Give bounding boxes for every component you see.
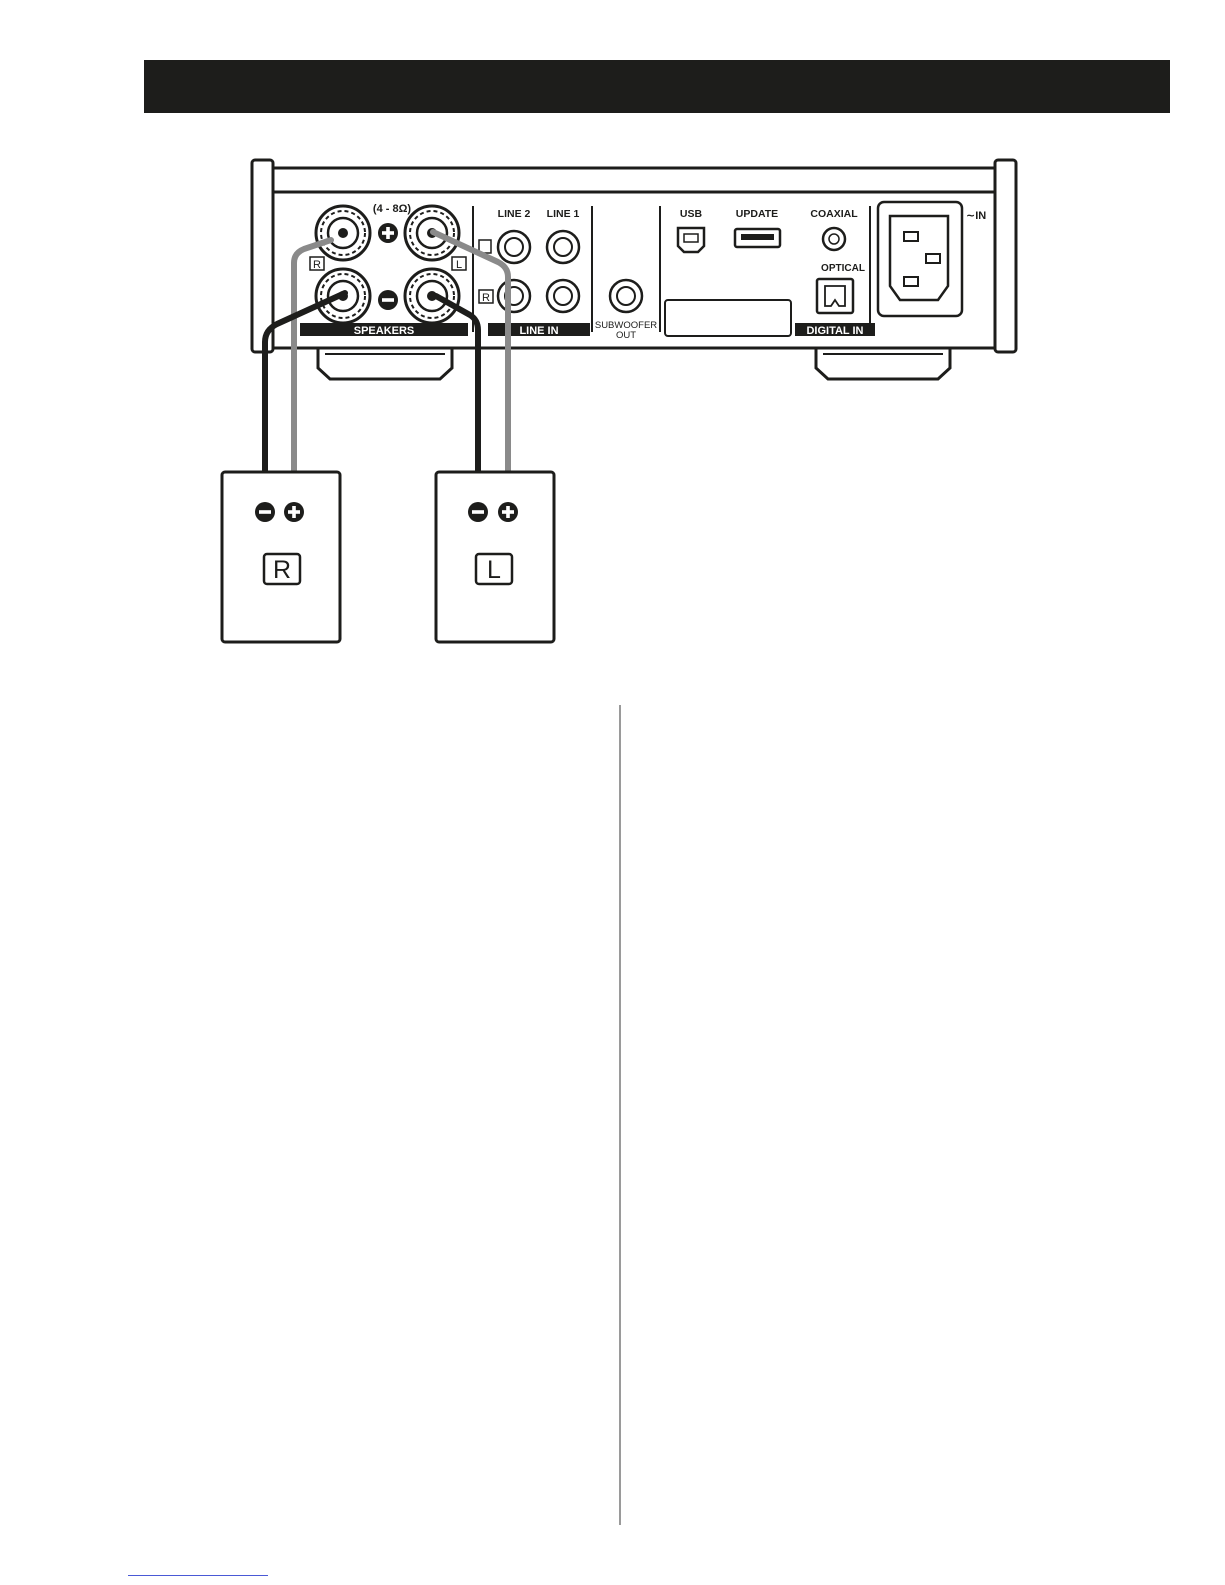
- line-in-label: LINE IN: [519, 325, 558, 337]
- left-negative-terminal: [405, 269, 459, 323]
- left-speaker-label: L: [487, 556, 501, 584]
- usb-label: USB: [680, 208, 703, 220]
- serial-label-panel: [665, 300, 791, 336]
- right-channel-mark: R: [313, 259, 321, 271]
- speaker-connection-diagram: (4 - 8Ω) R L SPEAKERS LINE 2 LINE 1 R LI…: [0, 0, 1225, 700]
- line2-right-jack: [498, 280, 530, 312]
- subwoofer-jack: [610, 280, 642, 312]
- optical-label: OPTICAL: [821, 263, 865, 274]
- left-side-panel: [252, 160, 273, 352]
- right-speaker-label: R: [273, 556, 291, 584]
- right-positive-terminal: [316, 206, 370, 260]
- column-divider: [619, 705, 621, 1525]
- subwoofer-label-line2: OUT: [616, 330, 636, 341]
- line1-right-jack: [547, 280, 579, 312]
- left-speaker-plus-icon: [498, 502, 518, 522]
- line1-label: LINE 1: [547, 208, 580, 220]
- right-foot: [816, 346, 950, 379]
- line-in-right-mark: R: [482, 292, 490, 304]
- line2-label: LINE 2: [498, 208, 531, 220]
- left-channel-mark: L: [456, 259, 462, 271]
- speakers-label: SPEAKERS: [354, 325, 415, 337]
- left-speaker-minus-icon: [468, 502, 488, 522]
- line1-left-jack: [547, 231, 579, 263]
- right-speaker-minus-icon: [255, 502, 275, 522]
- right-side-panel: [995, 160, 1016, 352]
- right-speaker-plus-icon: [284, 502, 304, 522]
- footer-link-underline: [128, 1575, 268, 1576]
- ac-in-label: ∼IN: [966, 210, 986, 222]
- digital-in-label: DIGITAL IN: [806, 325, 863, 337]
- left-foot: [318, 346, 452, 379]
- line2-left-jack: [498, 231, 530, 263]
- update-label: UPDATE: [736, 208, 778, 220]
- panel-plus-icon: [378, 223, 398, 243]
- panel-minus-icon: [378, 290, 398, 310]
- coaxial-label: COAXIAL: [810, 208, 858, 220]
- impedance-label: (4 - 8Ω): [373, 203, 411, 215]
